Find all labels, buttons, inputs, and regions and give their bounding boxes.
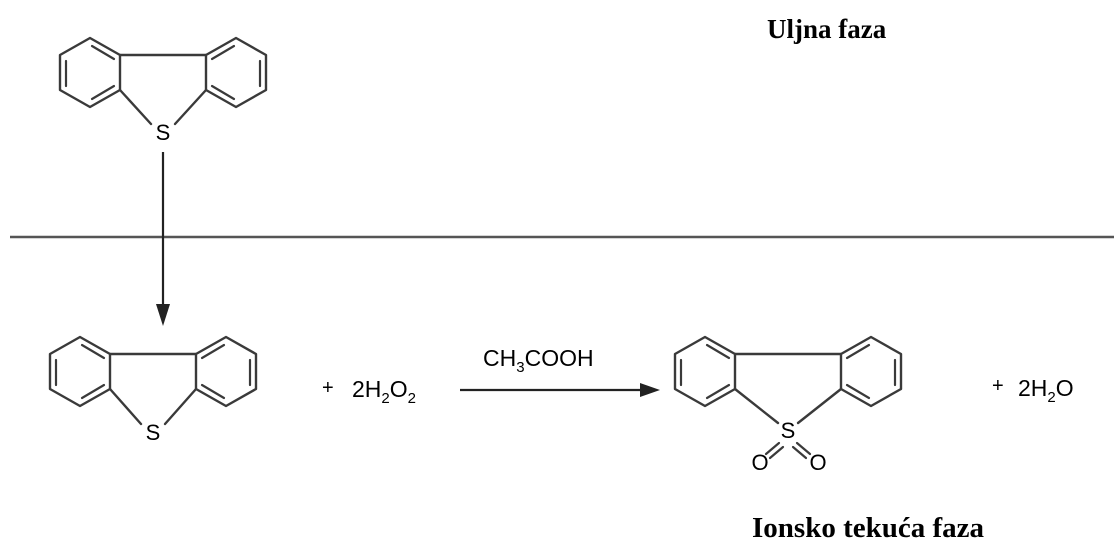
- oil-phase-label: Uljna faza: [767, 14, 887, 44]
- plus-sign-product: +: [992, 375, 1004, 397]
- dibenzothiophene-bottom: S: [48, 335, 258, 445]
- phase-transfer-arrow: [156, 152, 170, 326]
- water-formula: 2H2O: [1018, 375, 1074, 406]
- dibenzothiophene-sulfone: S O O: [673, 335, 903, 475]
- sulfone-oxygen-left: O: [751, 450, 768, 475]
- hydrogen-peroxide-formula: 2H2O2: [352, 376, 416, 407]
- reaction-arrow: [460, 383, 660, 397]
- sulfone-sulfur-atom: S: [781, 418, 796, 443]
- sulfone-oxygen-right: O: [809, 450, 826, 475]
- dibenzothiophene-top: S: [58, 36, 268, 145]
- top-sulfur-atom: S: [156, 120, 171, 145]
- bottom-sulfur-atom: S: [146, 420, 161, 445]
- plus-sign-reagent: +: [322, 377, 334, 399]
- ionic-liquid-phase-label: Ionsko tekuća faza: [752, 512, 985, 544]
- acetic-acid-catalyst: CH3COOH: [483, 345, 594, 376]
